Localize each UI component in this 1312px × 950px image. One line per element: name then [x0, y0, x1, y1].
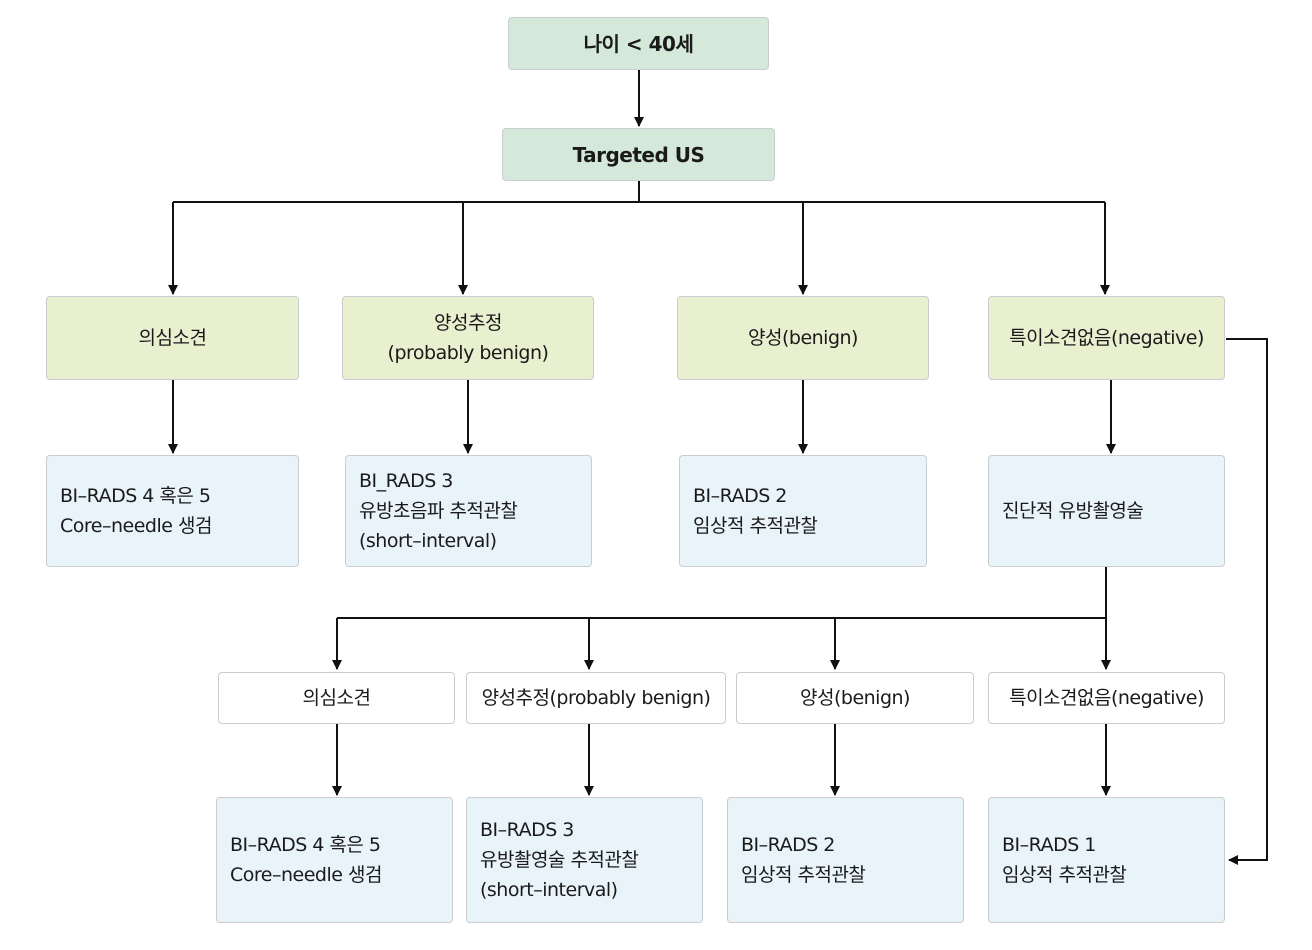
mammo-birads-4-5-biopsy-box: BI–RADS 4 혹은 5 Core–needle 생검	[216, 797, 453, 923]
birads-3-us-followup-box: BI_RADS 3 유방초음파 추적관찰 (short–interval)	[345, 455, 592, 567]
node-text-line: (probably benign)	[387, 342, 549, 364]
node-text-line: 유방촬영술 추적관찰	[480, 849, 639, 871]
node-text-line: BI–RADS 2	[741, 834, 835, 856]
mammo-benign-box: 양성(benign)	[736, 672, 974, 724]
node-text-line: BI–RADS 4 혹은 5	[230, 834, 381, 856]
node-text-line: 유방초음파 추적관찰	[359, 500, 518, 522]
mammo-birads-2-followup-box: BI–RADS 2 임상적 추적관찰	[727, 797, 964, 923]
mammo-suspicious-box: 의심소견	[218, 672, 455, 724]
node-text-line: 의심소견	[138, 327, 207, 349]
node-text-line: Core–needle 생검	[60, 515, 212, 537]
node-text-line: 양성추정(probably benign)	[481, 687, 711, 709]
diagnostic-mammography-box: 진단적 유방촬영술	[988, 455, 1225, 567]
node-text-line: 특이소견없음(negative)	[1009, 327, 1204, 349]
node-text-line: 양성(benign)	[800, 687, 910, 709]
node-text-line: 임상적 추적관찰	[741, 864, 866, 886]
node-text-line: 임상적 추적관찰	[1002, 864, 1127, 886]
node-text-line: (short–interval)	[480, 879, 618, 901]
node-text-line: BI_RADS 3	[359, 470, 453, 492]
probably-benign-box: 양성추정 (probably benign)	[342, 296, 594, 380]
mammo-birads-3-followup-box: BI–RADS 3 유방촬영술 추적관찰 (short–interval)	[466, 797, 703, 923]
targeted-us-box: Targeted US	[502, 128, 775, 181]
node-text-line: 의심소견	[302, 687, 371, 709]
node-text-line: Targeted US	[572, 142, 705, 167]
node-text-line: (short–interval)	[359, 530, 497, 552]
node-text-line: BI–RADS 4 혹은 5	[60, 485, 211, 507]
node-text-line: BI–RADS 1	[1002, 834, 1096, 856]
birads-2-clinical-followup-box: BI–RADS 2 임상적 추적관찰	[679, 455, 927, 567]
negative-box: 특이소견없음(negative)	[988, 296, 1225, 380]
node-text-line: 진단적 유방촬영술	[1002, 500, 1144, 522]
node-text-line: BI–RADS 2	[693, 485, 787, 507]
age-condition-box: 나이 < 40세	[508, 17, 769, 70]
mammo-negative-box: 특이소견없음(negative)	[988, 672, 1225, 724]
node-text-line: 양성추정	[434, 312, 502, 334]
mammo-probably-benign-box: 양성추정(probably benign)	[466, 672, 726, 724]
node-text-line: 임상적 추적관찰	[693, 515, 818, 537]
node-text-line: 특이소견없음(negative)	[1009, 687, 1204, 709]
arrow-negative-bypass-to-birads1	[1226, 338, 1268, 865]
suspicious-finding-box: 의심소견	[46, 296, 299, 380]
node-text-line: 나이 < 40세	[583, 31, 694, 56]
birads-4-5-biopsy-box: BI–RADS 4 혹은 5 Core–needle 생검	[46, 455, 299, 567]
benign-box: 양성(benign)	[677, 296, 929, 380]
node-text-line: BI–RADS 3	[480, 819, 574, 841]
node-text-line: 양성(benign)	[748, 327, 858, 349]
birads-1-followup-box: BI–RADS 1 임상적 추적관찰	[988, 797, 1225, 923]
node-text-line: Core–needle 생검	[230, 864, 382, 886]
